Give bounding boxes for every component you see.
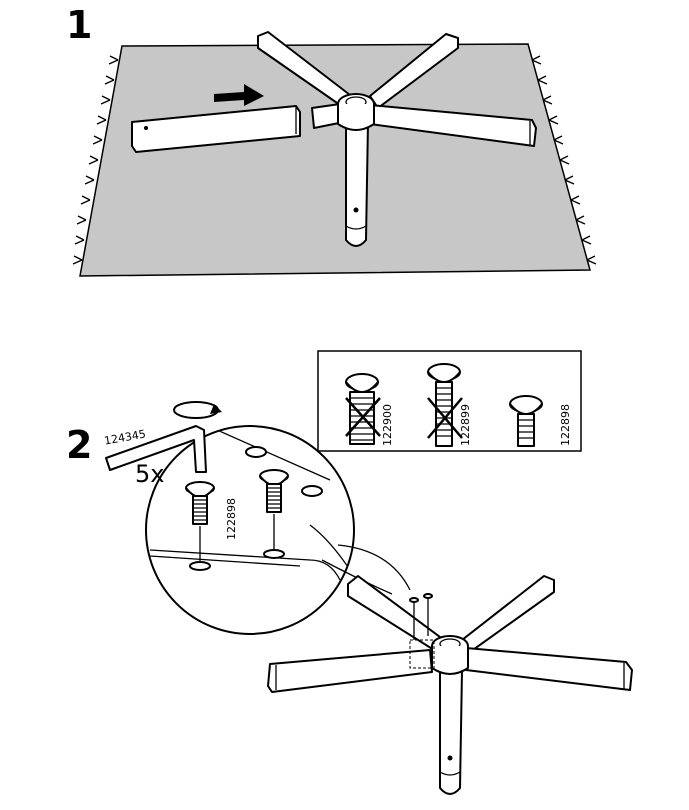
screw-option-3	[509, 395, 543, 447]
step1-illustration	[72, 31, 597, 277]
screw-option-2-part-number: 122899	[459, 404, 472, 446]
screw-detail-part-number: 122898	[225, 498, 238, 540]
screw-selection-box	[317, 350, 582, 452]
allen-key-icon	[105, 425, 207, 473]
screw-option-1-part-number: 122900	[381, 404, 394, 446]
step2-base	[267, 575, 633, 795]
screw-option-3-part-number: 122898	[559, 404, 572, 446]
rotate-arrow-icon	[173, 401, 222, 419]
cross-out-icon	[427, 397, 463, 439]
floor-mat	[79, 43, 591, 277]
mat-fringe-right	[531, 55, 597, 265]
small-screws	[409, 593, 433, 640]
cross-out-icon	[345, 397, 381, 437]
mat-fringe-left	[72, 55, 119, 265]
screw-option-2	[427, 363, 463, 447]
screw-detail-right	[259, 469, 289, 513]
step-number-1: 1	[66, 3, 93, 47]
screw-detail-left	[185, 481, 215, 525]
quantity-label: 5x	[135, 460, 165, 488]
step-number-2: 2	[66, 423, 93, 467]
push-arrow-icon	[214, 84, 264, 106]
screw-option-1	[345, 373, 381, 445]
